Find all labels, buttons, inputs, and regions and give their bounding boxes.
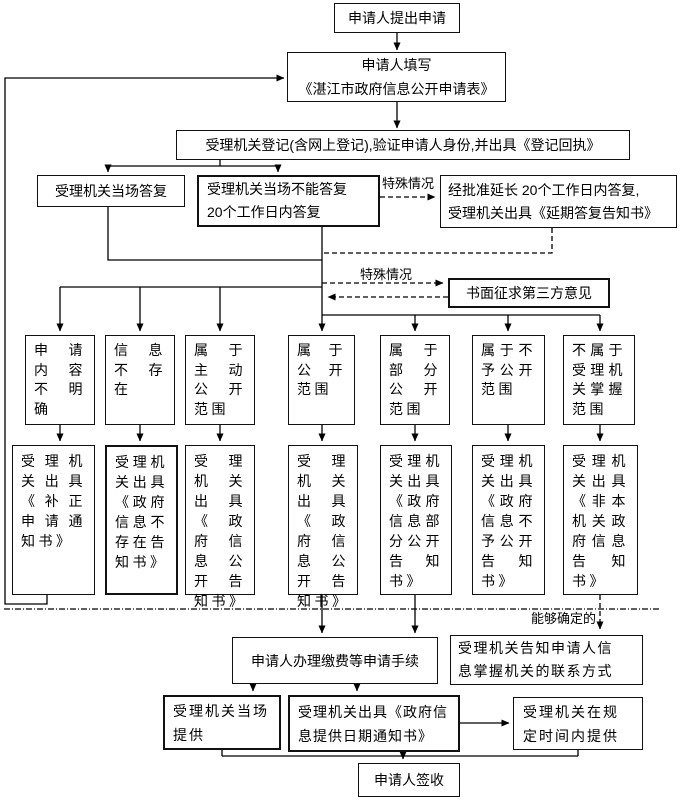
node-provide-onsite-line1: 受理机关当场 [173, 702, 269, 719]
node-provide-within-line1: 受理机关在规 [523, 703, 619, 720]
node-cond-unclear: 申请内容不明确 [25, 335, 95, 425]
node-notice-partial: 受理机关出具《政府信息部分公开告知书》 [380, 445, 452, 595]
node-notice-public-1: 受理机关出具《政府信息公开告知书》 [185, 445, 255, 609]
solid-connectors [4, 33, 604, 760]
node-onsite-reply: 受理机关当场答复 [37, 175, 185, 207]
node-sign-receipt: 申请人签收 [358, 763, 460, 797]
node-cannot-reply-line1: 受理机关当场不能答复 [207, 181, 347, 197]
node-cond-no-public: 属于不予公开范围 [472, 335, 545, 425]
node-provide-date-line1: 受理机关出具《政府信 [298, 703, 448, 720]
node-apply: 申请人提出申请 [334, 3, 460, 33]
node-cond-partial: 属于部分公开范围 [380, 335, 450, 425]
node-fill-form-line1: 申请人填写 [361, 57, 432, 73]
node-cannot-reply-20days: 受理机关当场不能答复 20个工作日内答复 [197, 175, 380, 227]
node-cond-not-exist: 信息不存在 [105, 335, 175, 425]
node-cannot-reply-line2: 20个工作日内答复 [207, 204, 321, 220]
node-provide-onsite-line2: 提供 [173, 726, 205, 743]
node-register: 受理机关登记(含网上登记),验证申请人身份,并出具《登记回执》 [176, 130, 630, 160]
node-provide-date-line2: 息提供日期通知书》 [298, 727, 433, 744]
node-extended-reply-line1: 经批准延长 20个工作日内答复, [448, 181, 640, 198]
node-pay-fees: 申请人办理缴费等申请手续 [232, 637, 438, 684]
node-extended-reply-line2: 受理机关出具《延期答复告知书》 [448, 204, 658, 221]
node-cond-not-held: 不属于受理机关掌握范围 [563, 335, 635, 425]
node-notice-no-public: 受理机关出具《政府信息不予公开告知书》 [472, 445, 545, 595]
node-cond-proactive: 属于主动公开范围 [185, 335, 255, 425]
label-can-determine: 能够确定的 [530, 611, 596, 626]
node-notice-supplement: 受理机关出具《补正申请通知书》 [12, 445, 95, 595]
node-third-party-opinion: 书面征求第三方意见 [448, 278, 610, 308]
label-special-case-third-party: 特殊情况 [360, 267, 413, 282]
dashed-connectors [4, 193, 660, 630]
node-notice-not-held: 受理机关出具《非本机关政府信息告知书》 [563, 445, 638, 595]
node-fill-form-line2: 《湛江市政府信息公开申请表》 [298, 81, 495, 97]
label-special-case-extend: 特殊情况 [382, 176, 435, 191]
node-extended-reply: 经批准延长 20个工作日内答复, 受理机关出具《延期答复告知书》 [440, 175, 677, 228]
node-provide-within-line2: 定时间内提供 [523, 727, 619, 744]
node-fill-form: 申请人填写 《湛江市政府信息公开申请表》 [287, 52, 506, 102]
node-provide-onsite: 受理机关当场 提供 [163, 695, 281, 750]
node-cond-public: 属于公开范围 [288, 335, 355, 425]
node-notice-not-exist: 受理机关出具《政府信息不存在告知书》 [105, 445, 178, 595]
node-inform-contact-line1: 受理机关告知申请人信 [458, 640, 613, 656]
node-notice-public-2: 受理机关出具《政府信息公开告知书》 [288, 445, 358, 609]
node-inform-contact-line2: 息掌握机关的联系方式 [458, 663, 613, 679]
node-inform-contact: 受理机关告知申请人信 息掌握机关的联系方式 [450, 635, 643, 685]
node-provide-within-time: 受理机关在规 定时间内提供 [513, 697, 643, 750]
node-provide-date-notice: 受理机关出具《政府信 息提供日期通知书》 [288, 695, 460, 752]
